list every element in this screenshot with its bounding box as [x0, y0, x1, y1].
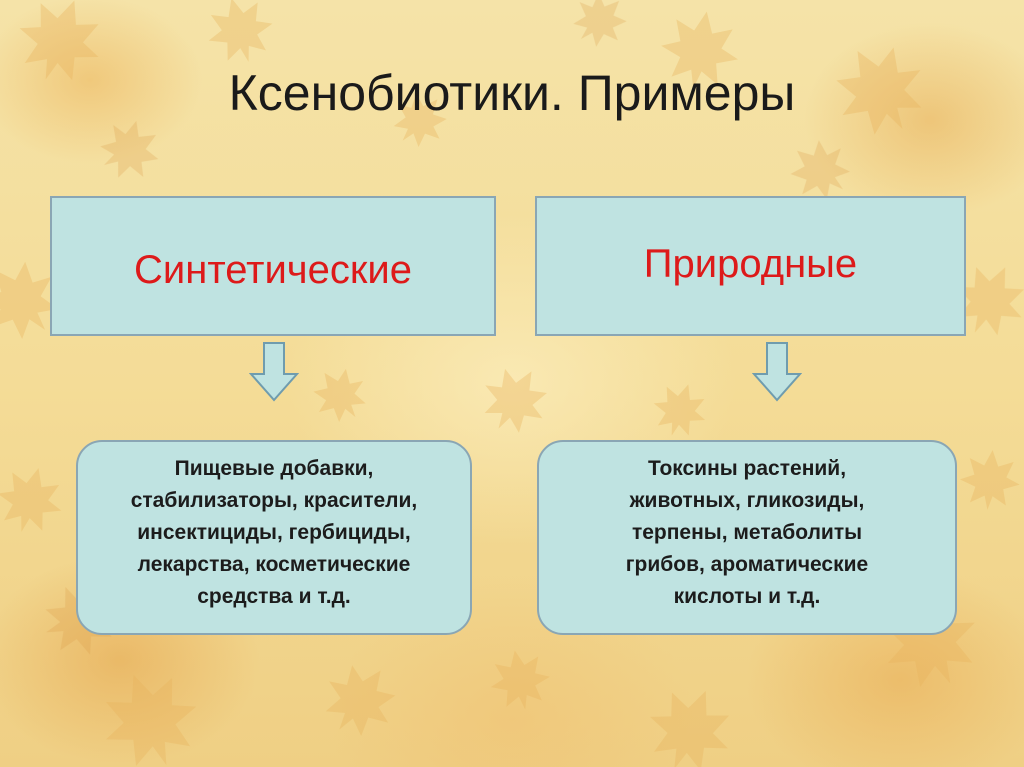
- synthetic-examples-text: Пищевые добавки, стабилизаторы, красител…: [131, 453, 418, 613]
- example-line: лекарства, косметические: [137, 552, 411, 576]
- example-line: грибов, ароматические: [625, 552, 869, 576]
- slide-title: Ксенобиотики. Примеры: [228, 65, 796, 121]
- example-line: стабилизаторы, красители,: [130, 488, 418, 512]
- down-arrow-icon: [249, 342, 299, 402]
- example-line: животных, гликозиды,: [629, 488, 865, 512]
- example-line: кислоты и т.д.: [673, 584, 821, 608]
- example-line: Токсины растений,: [647, 456, 847, 480]
- example-line: Пищевые добавки,: [174, 456, 374, 480]
- natural-examples-box: Токсины растений, животных, гликозиды, т…: [537, 440, 957, 635]
- category-synthetic-box: Синтетические: [50, 196, 496, 336]
- category-natural-box: Природные: [535, 196, 966, 336]
- synthetic-examples-box: Пищевые добавки, стабилизаторы, красител…: [76, 440, 472, 635]
- example-line: терпены, метаболиты: [631, 520, 863, 544]
- category-synthetic-label: Синтетические: [134, 247, 412, 292]
- example-line: средства и т.д.: [197, 584, 351, 608]
- natural-examples-text: Токсины растений, животных, гликозиды, т…: [626, 453, 868, 613]
- down-arrow-icon: [752, 342, 802, 402]
- category-natural-label: Природные: [643, 241, 858, 286]
- example-line: инсектициды, гербициды,: [137, 520, 411, 544]
